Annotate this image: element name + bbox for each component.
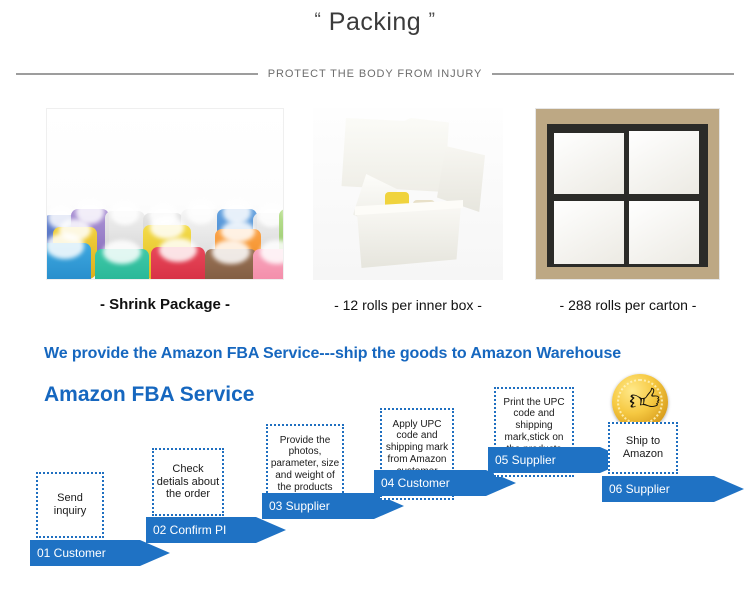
photo-caption-2: - 12 rolls per inner box - [334,297,482,313]
subtitle-divider: PROTECT THE BODY FROM INJURY [0,64,750,84]
flow-step-3-banner[interactable]: 03 Supplier [262,493,404,519]
photo-caption-3: - 288 rolls per carton - [559,297,697,313]
flow-step-1-note: Send inquiry [36,472,104,538]
subtitle-text: PROTECT THE BODY FROM INJURY [267,68,483,80]
divider-line-left [16,73,258,75]
flow-step-5-label: 05 Supplier [495,453,556,467]
flow-step-2-label: 02 Confirm PI [153,523,227,537]
fba-heading: Amazon FBA Service [44,383,255,406]
divider-line-right [492,73,734,75]
inner-box-photo [313,108,503,280]
flow-step-6-banner[interactable]: 06 Supplier [602,476,744,502]
flow-step-4-banner[interactable]: 04 Customer [374,470,516,496]
flow-step-2-note: Check detials about the order [152,448,224,516]
page-title-text: Packing [328,8,422,36]
fba-tagline: We provide the Amazon FBA Service---ship… [44,345,622,362]
flow-step-1-label: 01 Customer [37,546,106,560]
flow-step-1-banner[interactable]: 01 Customer [30,540,170,566]
photo-caption-1: - Shrink Package - [99,296,231,313]
flow-step-6-note: Ship to Amazon [608,422,678,474]
quote-close: ” [428,10,436,31]
flow-step-4-label: 04 Customer [381,476,450,490]
flow-step-5-banner[interactable]: 05 Supplier [488,447,630,473]
flow-step-2-banner[interactable]: 02 Confirm PI [146,517,286,543]
flow-step-6-label: 06 Supplier [609,482,670,496]
photo-row [0,108,750,283]
fba-process-flowchart: Send inquiry 01 Customer Check detials a… [0,387,750,605]
shrink-wrapped-rolls-photo [46,108,284,280]
carton-photo [535,108,720,280]
quote-open: “ [314,10,322,31]
flow-step-3-label: 03 Supplier [269,499,330,513]
page-title: “ Packing ” [0,8,750,37]
